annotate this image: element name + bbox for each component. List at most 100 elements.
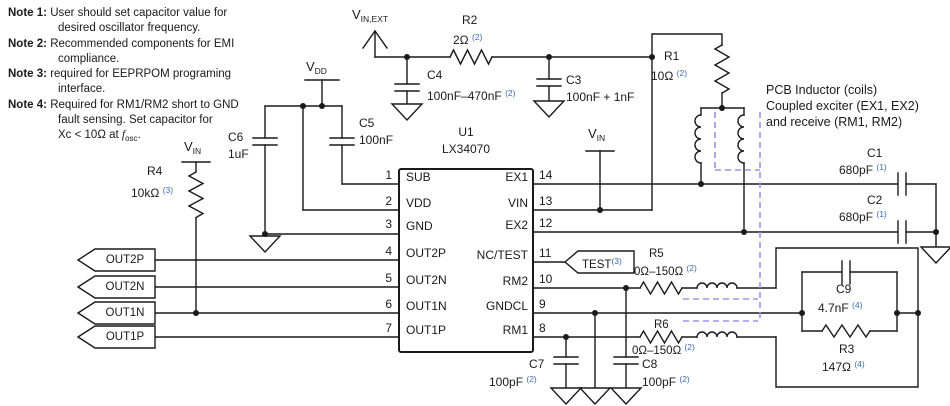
pin-name-ex2: EX2 (505, 218, 528, 232)
resistor-r5 (639, 280, 683, 296)
r6-value: 0Ω–150Ω (2) (632, 342, 695, 357)
ground-icon (549, 387, 583, 406)
capacitor-c4 (394, 56, 420, 105)
flag-out1p: OUT1P (105, 331, 145, 343)
resistor-r6 (639, 329, 683, 345)
c6-value: 1uF (228, 147, 249, 161)
pin-name-nc-test: NC/TEST (476, 248, 528, 262)
vin-ext-arrow-icon (362, 29, 388, 58)
wire-r4 (181, 161, 211, 314)
exciter-coil-icon (694, 114, 745, 164)
pin-number-10: 10 (539, 272, 553, 286)
resistor-r3 (821, 323, 871, 339)
pin-name-vdd: VDD (406, 196, 432, 210)
net-label-vin-ext: VIN,EXT (352, 7, 389, 24)
r2-value: 2Ω (2) (453, 32, 483, 47)
ground-icon (248, 235, 282, 254)
r1-value: 10Ω (2) (651, 68, 688, 83)
out-flag-shapes (76, 248, 156, 349)
ground-icon (532, 100, 566, 119)
pin-number-7: 7 (385, 321, 392, 335)
pin-number-6: 6 (385, 297, 392, 311)
capacitor-c5 (329, 137, 355, 146)
c7-value: 100pF (2) (489, 374, 537, 389)
pin-number-3: 3 (385, 217, 392, 231)
ground-icon (609, 387, 643, 406)
note-4: Note 4: Required for RM1/RM2 short to GN… (8, 98, 239, 144)
pin-name-out2n: OUT2N (406, 273, 447, 287)
c9-value: 4.7nF (4) (818, 300, 863, 315)
test-flag-shape (563, 250, 635, 274)
net-label-vdd: VDD (306, 59, 327, 76)
receive-coil-icon (696, 282, 738, 338)
r4-value: 10kΩ (3) (131, 185, 174, 200)
capacitor-c2 (897, 220, 907, 244)
flag-out1n: OUT1N (105, 307, 145, 319)
c8-value: 100pF (2) (642, 374, 690, 389)
capacitor-c9 (841, 260, 851, 285)
coupling-dashed-lines (683, 112, 761, 322)
c6-ref: C6 (228, 130, 244, 144)
pin-number-13: 13 (539, 194, 553, 208)
notes-block: Note 1: User should set capacitor value … (8, 6, 266, 147)
flag-test: TEST(3) (582, 256, 622, 271)
c5-ref: C5 (359, 116, 375, 130)
r6-ref: R6 (654, 319, 669, 331)
pin-name-gndcl: GNDCL (485, 299, 528, 313)
wire-tank (801, 271, 919, 332)
pin-name-vin: VIN (507, 196, 528, 210)
ic-body (398, 168, 534, 353)
c1-value: 680pF (1) (839, 162, 887, 177)
pcb-inductor-annotation: PCB Inductor (coils) Coupled exciter (EX… (766, 83, 919, 129)
junction-dots (193, 54, 939, 340)
c1-ref: C1 (867, 146, 883, 160)
r3-ref: R3 (839, 342, 855, 356)
r5-ref: R5 (649, 248, 664, 260)
resistor-r4 (187, 171, 205, 219)
pin-name-gnd: GND (406, 219, 433, 233)
c3-ref: C3 (566, 73, 582, 87)
c8-ref: C8 (642, 357, 658, 371)
pin-name-rm1: RM1 (502, 323, 528, 337)
pin-name-out1n: OUT1N (406, 299, 447, 313)
c9-ref: C9 (836, 282, 852, 296)
capacitor-c3 (536, 56, 562, 102)
ic-ref: U1 (458, 125, 474, 139)
capacitor-c7 (553, 336, 579, 389)
pin-name-sub: SUB (406, 170, 431, 184)
r5-value: 0Ω–150Ω (2) (634, 263, 697, 278)
ground-icon (919, 246, 950, 265)
wire-right-top (532, 150, 937, 248)
resistor-r1 (713, 44, 731, 94)
pin-name-ex1: EX1 (505, 170, 528, 184)
capacitor-c8 (613, 287, 639, 389)
pin-number-11: 11 (539, 246, 552, 260)
c4-ref: C4 (427, 68, 443, 82)
net-label-vin-right: VIN (588, 126, 606, 143)
pin-number-9: 9 (539, 297, 546, 311)
ground-icon (390, 103, 424, 122)
c2-ref: C2 (867, 193, 883, 207)
pin-name-rm2: RM2 (502, 274, 528, 288)
c3-value: 100nF + 1nF (566, 90, 635, 104)
r3-value: 147Ω (4) (822, 359, 865, 374)
c2-value: 680pF (1) (839, 209, 887, 224)
net-label-vin-left: VIN (184, 139, 202, 156)
r4-ref: R4 (147, 164, 163, 178)
flag-out2p: OUT2P (105, 254, 145, 266)
c5-value: 100nF (359, 133, 394, 147)
c4-value: 100nF–470nF (2) (427, 88, 516, 103)
wire-coil-loop (775, 247, 919, 388)
wire-gndcl (532, 312, 803, 389)
pin-number-12: 12 (539, 216, 553, 230)
note-1: Note 1: User should set capacitor value … (8, 7, 228, 35)
wire-r1-coils (700, 92, 745, 233)
pin-number-1: 1 (385, 168, 392, 182)
ground-icon (578, 387, 612, 406)
resistor-r2 (449, 48, 493, 66)
wire-vdd-block (264, 79, 400, 235)
